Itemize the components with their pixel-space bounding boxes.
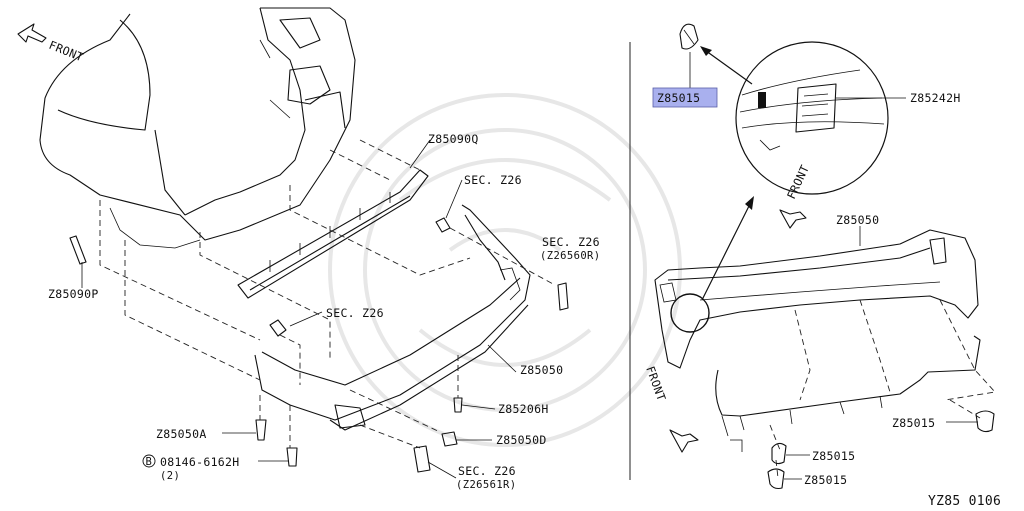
wire-harness-drawing xyxy=(715,335,981,452)
clip-drawings-right xyxy=(767,410,995,490)
label-z26560r: (Z26560R) xyxy=(540,250,601,262)
detail-circle xyxy=(735,41,906,195)
bolt-circle-letter: B xyxy=(146,456,153,468)
assembly-dashed-lines-right xyxy=(769,299,996,479)
reinforcement-bar-z85090q xyxy=(237,169,429,299)
label-z26561r: (Z26561R) xyxy=(456,479,517,491)
label-z85015-mid: Z85015 xyxy=(812,449,855,463)
assembly-dashed-lines-left xyxy=(99,139,556,449)
leader-lines-right xyxy=(784,226,978,480)
leader-lines-left xyxy=(81,139,517,479)
fastener-drawings-left xyxy=(69,217,569,473)
label-z85090q: Z85090Q xyxy=(428,132,479,146)
label-z85206h: Z85206H xyxy=(498,402,549,416)
bolt-callout: B xyxy=(142,454,156,468)
bumper-fascia-left-drawing xyxy=(254,204,531,431)
label-sec-z26-a: SEC. Z26 xyxy=(464,173,522,187)
label-z85050-left: Z85050 xyxy=(520,363,563,377)
diagram-code: YZ85 0106 xyxy=(928,494,1001,509)
front-arrow-bottom-icon xyxy=(669,429,699,453)
clip-z85015-top xyxy=(679,23,699,88)
watermark-emblem xyxy=(328,93,682,447)
label-z85242h: Z85242H xyxy=(910,91,961,105)
bumper-fascia-right-drawing xyxy=(654,229,979,369)
front-label-bottom: FRONT xyxy=(643,364,669,403)
front-arrow-icon xyxy=(17,23,47,43)
label-z85015-right: Z85015 xyxy=(892,416,935,430)
label-sec-z26-c: SEC. Z26 xyxy=(326,306,384,320)
highlight-box xyxy=(652,87,718,108)
label-z85050a: Z85050A xyxy=(156,427,207,441)
label-sec-z26-b: SEC. Z26 xyxy=(542,235,600,249)
label-bolt-qty: (2) xyxy=(160,470,180,482)
label-z85015-highlight: Z85015 xyxy=(657,91,700,105)
vehicle-body-drawing xyxy=(39,7,356,249)
front-arrow-detail-icon xyxy=(779,209,807,229)
label-sec-z26-d: SEC. Z26 xyxy=(458,464,516,478)
label-z85050d: Z85050D xyxy=(496,433,547,447)
label-bolt-part: 08146-6162H xyxy=(160,455,239,469)
label-z85090p: Z85090P xyxy=(48,287,99,301)
label-z85015-bottom: Z85015 xyxy=(804,473,847,487)
front-label-top-left: FRONT xyxy=(47,38,86,65)
detail-pointer-arrows xyxy=(700,46,754,301)
label-z85050-right: Z85050 xyxy=(836,213,879,227)
